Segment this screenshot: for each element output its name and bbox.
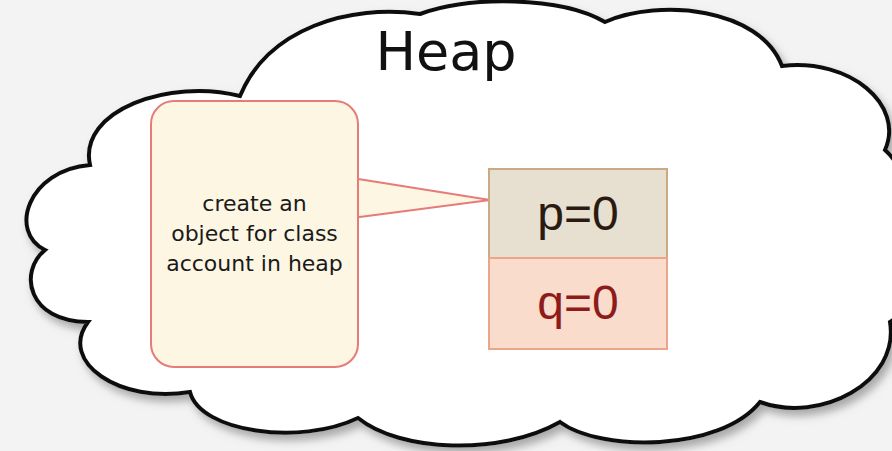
field-value: q=0 — [537, 271, 618, 336]
callout-bubble: create an object for class account in he… — [150, 100, 359, 368]
cloud-title: Heap — [0, 22, 892, 81]
callout-text: create an object for class account in he… — [166, 189, 343, 278]
callout-tail — [352, 178, 490, 218]
field-box: q=0 — [488, 257, 668, 350]
field-value: p=0 — [537, 182, 618, 247]
field-box: p=0 — [488, 168, 668, 261]
